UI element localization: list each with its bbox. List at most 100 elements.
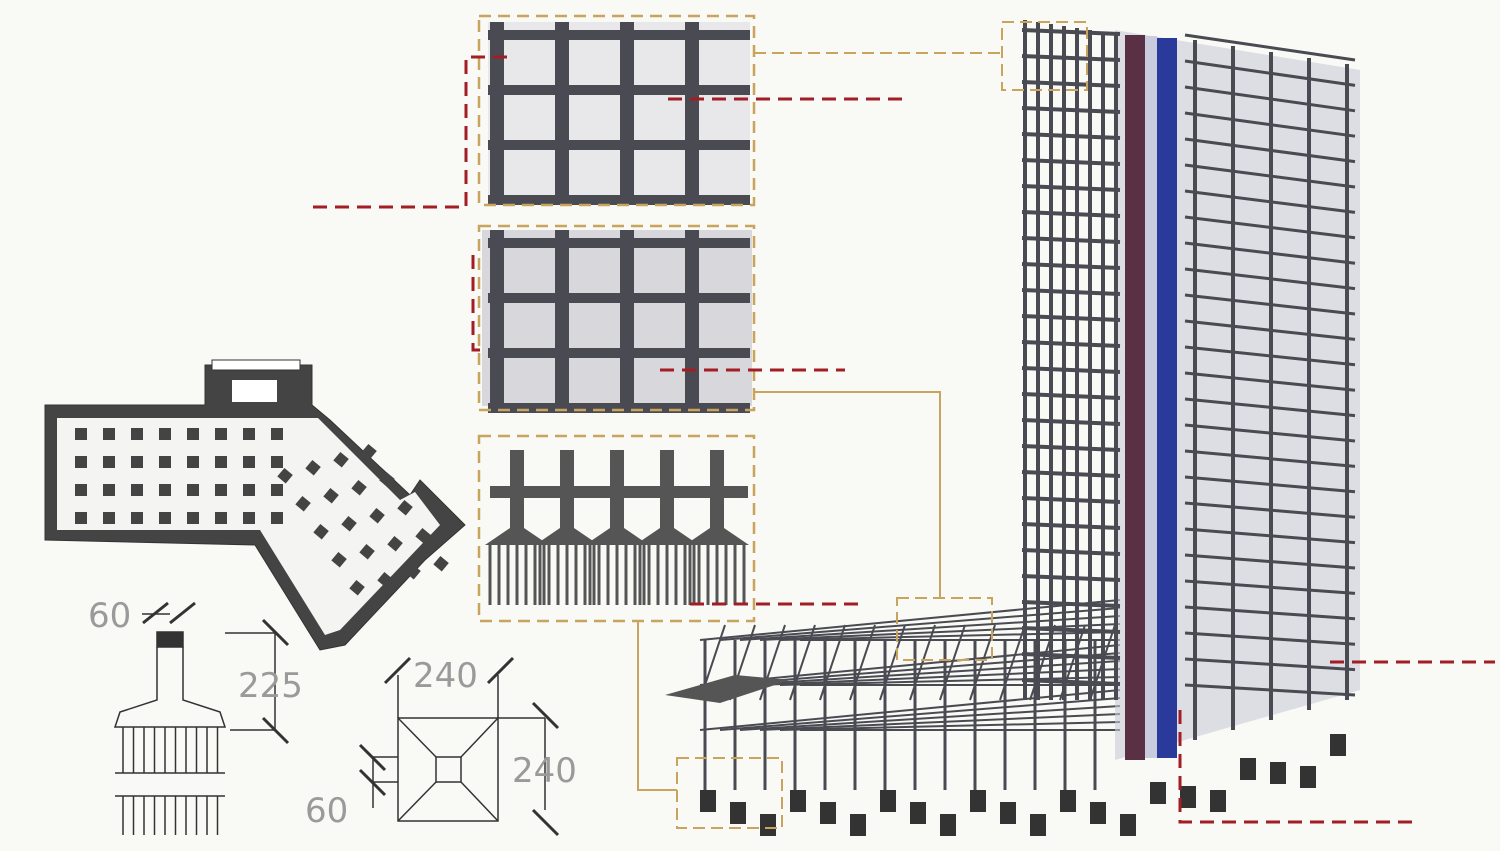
- plan-column: [243, 428, 255, 440]
- tower-floor-beam: [1021, 314, 1121, 322]
- plan-column: [377, 571, 393, 588]
- pile-cap: [635, 528, 699, 545]
- steel-beam: [488, 348, 750, 358]
- tower-floor-beam: [1021, 236, 1121, 244]
- tower-floor-beam: [1021, 522, 1121, 530]
- plan-column: [359, 543, 375, 560]
- steel-column: [490, 22, 504, 200]
- pile-group: [1060, 790, 1076, 812]
- tower-floor-beam: [1021, 80, 1121, 88]
- plan-column: [243, 456, 255, 468]
- steel-beam: [488, 238, 750, 248]
- inset-mid-floor-frame: [477, 224, 756, 413]
- plan-column: [103, 512, 115, 524]
- tower-floor-beam: [1021, 158, 1121, 166]
- plan-column: [75, 512, 87, 524]
- plan-column: [103, 484, 115, 496]
- plan-column: [131, 456, 143, 468]
- steel-beam: [488, 30, 750, 40]
- podium-beam: [969, 624, 996, 701]
- plan-column: [103, 456, 115, 468]
- plan-column: [187, 456, 199, 468]
- steel-beam: [488, 85, 750, 95]
- foundation-floor-plan: [44, 359, 466, 651]
- plan-column: [75, 456, 87, 468]
- pile-group: [1240, 758, 1256, 780]
- tower-floor-beam: [1021, 678, 1121, 686]
- pile-group: [1180, 786, 1196, 808]
- steel-beam: [488, 403, 750, 413]
- plan-column: [131, 484, 143, 496]
- steel-beam: [488, 140, 750, 150]
- tower-floor-beam: [1021, 626, 1121, 634]
- podium-beam: [759, 713, 1121, 731]
- pile-group: [1030, 814, 1046, 836]
- plan-column: [271, 512, 283, 524]
- plan-column: [75, 428, 87, 440]
- core-wall: [1125, 35, 1145, 760]
- plan-column: [103, 428, 115, 440]
- tower-floor-beam: [1021, 548, 1121, 556]
- plan-column: [243, 512, 255, 524]
- tower-floor-beam: [1021, 418, 1121, 426]
- steel-column: [685, 22, 699, 200]
- podium-beam: [909, 624, 936, 701]
- tower-floor-beam: [1021, 444, 1121, 452]
- pile-cap: [585, 528, 649, 545]
- plan-column: [323, 487, 339, 504]
- podium-beam: [789, 624, 816, 701]
- plan-column: [187, 484, 199, 496]
- pile-group: [970, 790, 986, 812]
- plan-column: [131, 428, 143, 440]
- plan-column: [159, 428, 171, 440]
- tower-floor-beam: [1021, 132, 1121, 140]
- pile-group: [790, 790, 806, 812]
- pile-group: [850, 814, 866, 836]
- steel-column: [555, 230, 569, 408]
- steel-beam: [490, 486, 748, 498]
- podium-beam: [879, 624, 906, 701]
- tower-floor-beam: [1021, 470, 1121, 478]
- tower-floor-beam: [1021, 54, 1121, 62]
- tower-floor-beam: [1021, 652, 1121, 660]
- plan-column: [131, 512, 143, 524]
- core-elevator: [1157, 38, 1177, 758]
- plan-column: [75, 484, 87, 496]
- pile-group: [1090, 802, 1106, 824]
- podium-beam: [719, 697, 1121, 731]
- pile-group: [730, 802, 746, 824]
- plan-column: [361, 443, 377, 460]
- plan-column: [215, 484, 227, 496]
- tower-floor-beam: [1184, 33, 1356, 62]
- plan-column: [215, 456, 227, 468]
- pile-group: [1150, 782, 1166, 804]
- tower-floor-beam: [1021, 106, 1121, 114]
- podium-beam: [779, 721, 1121, 731]
- plan-column: [243, 484, 255, 496]
- podium-beam: [739, 660, 1121, 686]
- podium-beam: [999, 624, 1026, 701]
- podium-beam: [759, 668, 1121, 686]
- pile-plan-column-label: 60: [305, 791, 348, 831]
- pile-group: [910, 802, 926, 824]
- podium-beam: [739, 705, 1121, 731]
- pile-group: [1330, 734, 1346, 756]
- plan-column: [415, 527, 431, 544]
- plan-column: [379, 471, 395, 488]
- pile-group: [1210, 790, 1226, 812]
- plan-column: [159, 456, 171, 468]
- pile-plan-width-label: 240: [413, 656, 478, 696]
- steel-column: [685, 230, 699, 408]
- pile-cap: [485, 528, 549, 545]
- pile-group: [700, 790, 716, 812]
- plan-column: [313, 523, 329, 540]
- podium-beam: [759, 623, 1121, 641]
- tower-floor-beam: [1021, 288, 1121, 296]
- plan-column: [159, 512, 171, 524]
- podium-beam: [849, 624, 876, 701]
- plan-column: [433, 555, 449, 572]
- inset-pile-foundation: [477, 434, 756, 623]
- plan-column: [405, 563, 421, 580]
